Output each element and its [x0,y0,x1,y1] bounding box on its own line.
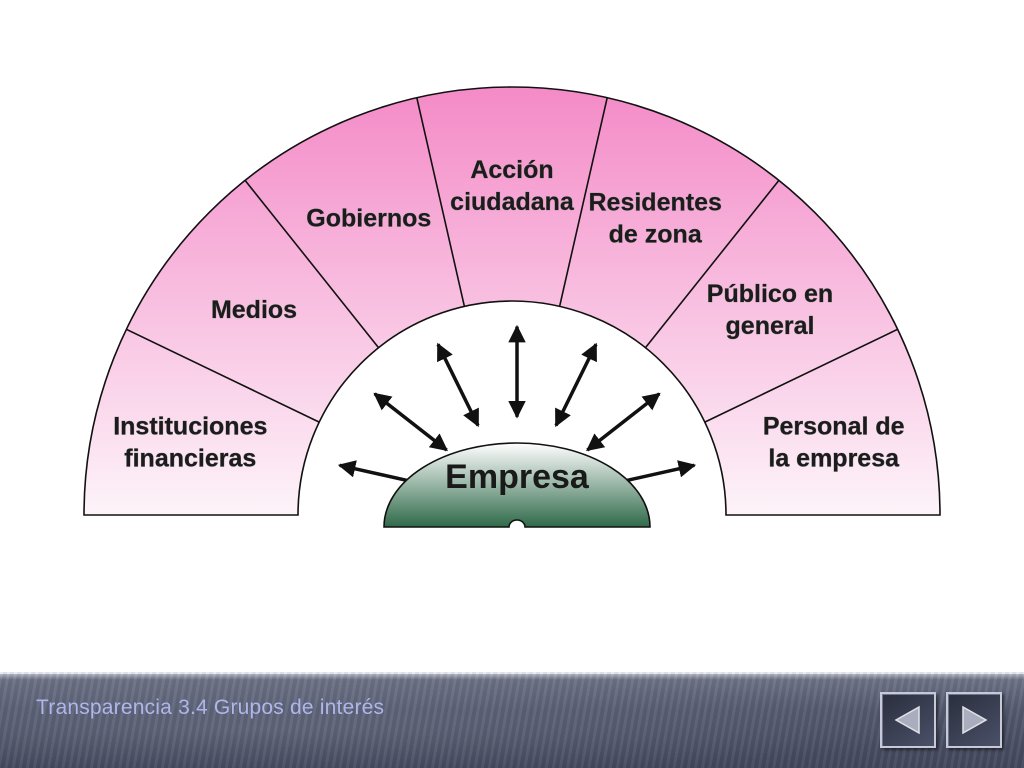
segment-label-line: ciudadana [450,188,575,216]
outer-fan [83,86,941,516]
segment-label-line: general [726,312,815,340]
fan-ring [83,86,941,516]
previous-slide-button[interactable] [880,692,936,748]
segment-divider [244,179,380,349]
triangle-left-icon [894,705,920,735]
segment-label-line: Instituciones [113,413,267,441]
segment-label-publico: Público en general [707,280,833,340]
segment-label-line: de zona [609,221,703,249]
center-label: Empresa [445,458,590,496]
segment-label-line: Residentes [589,189,722,217]
segment-divider [558,97,608,307]
segment-label-line: Medios [211,296,297,324]
segment-label-medios: Medios [211,296,297,324]
segment-labels: Instituciones financieras Medios Gobiernos A… [113,156,905,473]
segment-label-accion: Acción ciudadana [450,156,575,216]
segment-label-line: financieras [124,445,256,473]
triangle-right-icon [962,705,988,735]
segment-label-gobiernos: Gobiernos [306,205,431,233]
segment-divider [126,328,320,423]
segment-label-line: Gobiernos [306,205,431,233]
segment-divider [416,97,466,307]
segment-divider [704,328,898,423]
arrow-residentes [554,342,598,428]
arrow-gobiernos [436,342,480,428]
arrow-medios [373,392,448,452]
arrow-publico [586,392,661,452]
center-dome [383,442,651,528]
segment-label-line: Acción [470,156,553,184]
segment-dividers [126,97,898,423]
segment-label-personal: Personal de la empresa [763,413,905,473]
stakeholder-fan-diagram: Empresa Instituciones financieras Medios Go… [83,86,941,528]
segment-label-residentes: Residentes de zona [589,189,722,249]
footer-bar: Transparencia 3.4 Grupos de interés [0,672,1024,768]
next-slide-button[interactable] [946,692,1002,748]
segment-label-line: Personal de [763,413,905,441]
center-empresa: Empresa [383,442,651,528]
segment-divider [644,179,780,349]
segment-label-line: la empresa [768,445,900,473]
slide-title: Transparencia 3.4 Grupos de interés [36,696,385,719]
segment-label-instituciones: Instituciones financieras [113,413,267,473]
segment-label-line: Público en [707,280,833,308]
